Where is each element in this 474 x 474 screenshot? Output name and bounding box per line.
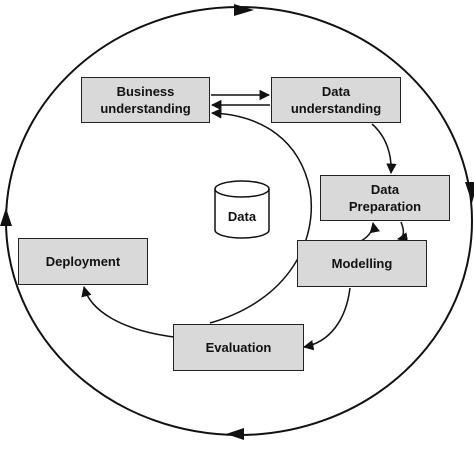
business-understanding-box: Business understanding: [81, 77, 210, 123]
data-understanding-box: Data understanding: [271, 77, 401, 123]
ring-arrowhead-top: [234, 4, 254, 16]
data-preparation-box: Data Preparation: [320, 175, 450, 221]
ring-arrowhead-right: [465, 182, 474, 203]
ring-arrowhead-bottom: [226, 428, 244, 440]
arrow-modelling-to-preparation: [360, 221, 380, 242]
arrow-evaluation-to-deployment: [81, 285, 175, 338]
modelling-box: Modelling: [297, 240, 427, 287]
arrow-modelling-to-evaluation: [302, 287, 351, 351]
ring-arrowhead-left: [0, 208, 12, 226]
arrow-evaluation-to-business: [209, 108, 312, 324]
data-cylinder-label: Data: [227, 208, 257, 224]
arrow-understanding-to-preparation: [371, 123, 397, 175]
arrow-preparation-to-modelling: [396, 221, 409, 243]
data-cylinder-icon: [214, 180, 270, 239]
deployment-box: Deployment: [18, 238, 148, 285]
evaluation-box: Evaluation: [173, 324, 304, 371]
